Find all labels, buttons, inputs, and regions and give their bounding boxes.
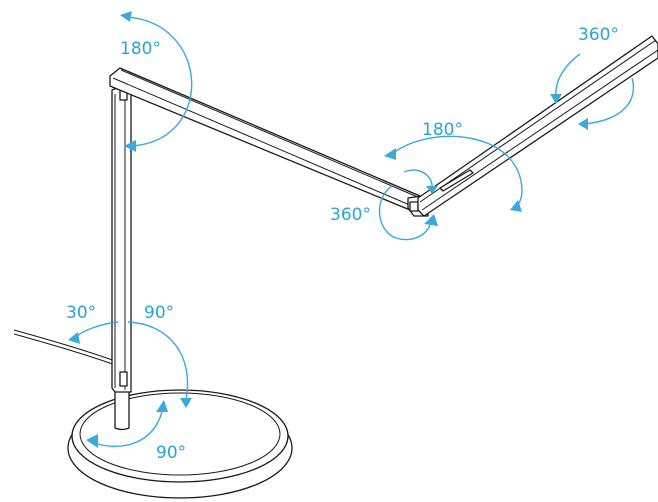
elbow-swivel-angle-label: 360° [330,205,371,225]
power-cord [13,329,119,363]
base-tilt-back-arrow [68,321,119,344]
lamp-post [111,83,132,431]
right-swivel-rotation-arrow [550,53,635,130]
lamp-head-arm [417,35,658,217]
desk-lamp [13,35,658,499]
base-tilt-back-angle-label: 30° [66,303,96,323]
elbow-rotation-arrow [384,135,523,212]
base-tilt-forward-arrow [127,321,192,408]
base-tilt-forward-angle-label: 90° [144,303,174,323]
top-pivot-rotation-arrow [120,11,193,152]
top-pivot-angle-label: 180° [120,39,161,59]
right-swivel-angle-label: 360° [578,25,619,45]
elbow-swivel-arrow [378,169,438,241]
base-rotation-arrow [86,400,168,448]
base-rotation-angle-label: 90° [156,443,186,463]
elbow-rotation-angle-label: 180° [422,120,463,140]
